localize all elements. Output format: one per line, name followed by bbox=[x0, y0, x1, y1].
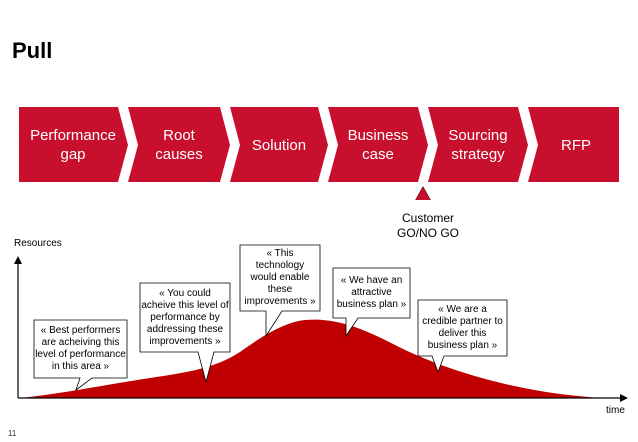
step-label-sourcing-strategy: Sourcing strategy bbox=[448, 127, 508, 163]
step-shape-5[interactable] bbox=[428, 107, 528, 182]
callout-credible-partner: « We are a credible partner to deliver t… bbox=[422, 304, 503, 351]
step-shape-2[interactable] bbox=[128, 107, 230, 182]
process-chevrons bbox=[19, 107, 619, 200]
callout-shape-4 bbox=[332, 267, 411, 338]
callout-technology: « This technology would enable these imp… bbox=[244, 248, 316, 307]
step-label-solution: Solution bbox=[251, 136, 307, 154]
x-axis-label: time bbox=[606, 405, 625, 416]
step-label-root-causes: Root causes bbox=[155, 127, 203, 163]
step-shape-3[interactable] bbox=[230, 107, 328, 182]
step-shape-4[interactable] bbox=[328, 107, 428, 182]
callout-shape-5 bbox=[417, 299, 508, 374]
y-axis-label: Resources bbox=[14, 238, 62, 249]
gate-label: Customer GO/NO GO bbox=[396, 211, 459, 240]
step-shape-1[interactable] bbox=[19, 107, 128, 182]
triangle-icon bbox=[415, 186, 431, 200]
y-axis-arrow bbox=[14, 256, 22, 264]
callout-best-performers: « Best performers are acheiving this lev… bbox=[35, 325, 126, 372]
step-shape-6[interactable] bbox=[528, 107, 619, 182]
callout-shape-3 bbox=[239, 244, 321, 338]
x-axis-arrow bbox=[620, 394, 628, 402]
callout-shape-1 bbox=[33, 319, 128, 392]
resource-curve bbox=[20, 319, 605, 398]
step-label-business-case: Business case bbox=[347, 127, 409, 163]
callout-shape-2 bbox=[139, 282, 231, 384]
callout-business-plan: « We have an attractive business plan » bbox=[336, 275, 407, 310]
callout-you-could-achieve: « You could acheive this level of perfor… bbox=[141, 287, 229, 347]
slide-title: Pull bbox=[12, 38, 53, 63]
step-label-rfp: RFP bbox=[561, 136, 591, 154]
page-number: 11 bbox=[8, 429, 17, 438]
step-label-performance-gap: Performance gap bbox=[30, 127, 116, 163]
